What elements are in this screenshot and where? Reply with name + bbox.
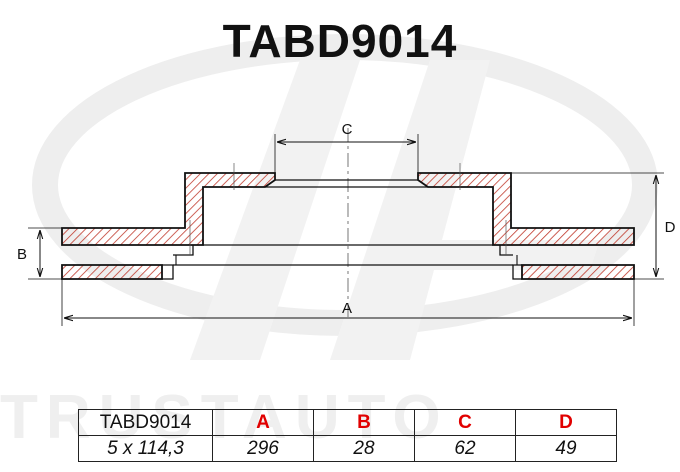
dimension-b-label: B	[17, 246, 27, 263]
specs-header-a: A	[212, 409, 314, 436]
specs-header-c: C	[414, 409, 516, 436]
specs-header-row: TABD9014 A B C D	[78, 409, 617, 436]
specs-header-part-number: TABD9014	[78, 409, 213, 436]
specifications-table: TABD9014 A B C D 5 x 114,3 296 28 62 49	[78, 409, 617, 462]
dimension-d-label: D	[665, 219, 676, 236]
specs-bolt-pattern: 5 x 114,3	[78, 435, 213, 462]
specs-value-c: 62	[414, 435, 516, 462]
inner-ring-left	[61, 264, 163, 280]
inner-ring-right	[521, 264, 635, 280]
specs-value-d: 49	[515, 435, 617, 462]
specs-value-a: 296	[212, 435, 314, 462]
hat-section-left	[61, 172, 276, 246]
part-number-title: TABD9014	[222, 15, 458, 67]
specs-header-d: D	[515, 409, 617, 436]
hat-section-right	[417, 172, 635, 246]
dimension-c-label: C	[342, 121, 353, 138]
specs-value-b: 28	[313, 435, 415, 462]
specs-header-b: B	[313, 409, 415, 436]
specs-value-row: 5 x 114,3 296 28 62 49	[78, 435, 617, 462]
dimension-a-label: A	[342, 300, 352, 317]
